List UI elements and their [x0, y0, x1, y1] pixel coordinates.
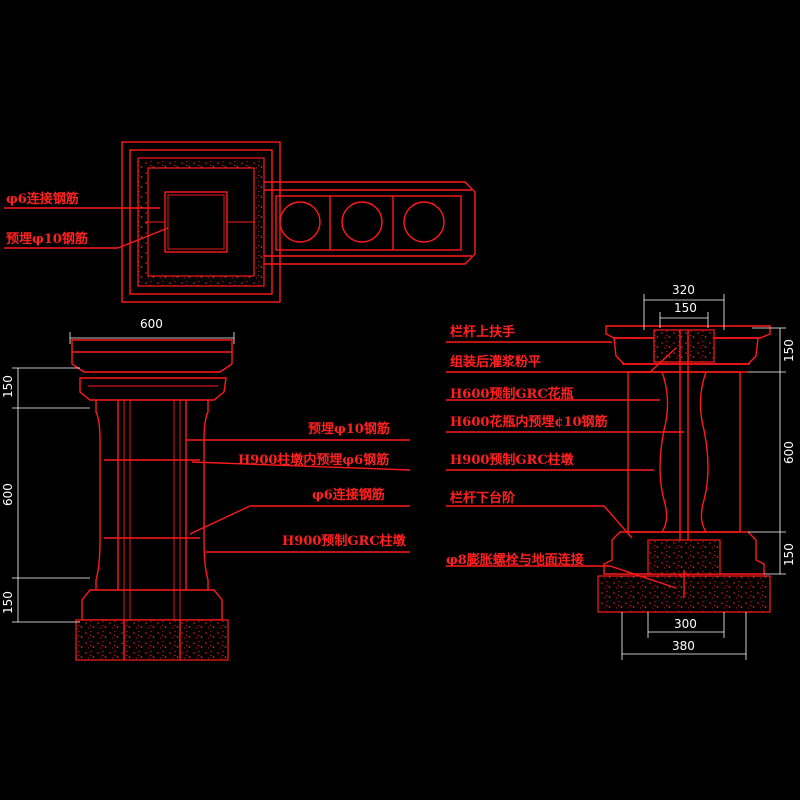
section-dim-right-0: 150: [782, 339, 796, 362]
front-dim-top-width: 600: [140, 317, 163, 331]
front-label-zhudun-yumai: H900柱墩内预埋φ6钢筋: [238, 452, 389, 468]
section-dim-bottom-0: 300: [674, 617, 697, 631]
front-dim-left-1: 600: [1, 483, 15, 506]
section-dim-right-1: 600: [782, 441, 796, 464]
front-label-grc-zhudun: H900预制GRC柱墩: [282, 533, 407, 549]
section-view: 320 150 150 600 150 300 380 栏杆上扶手: [446, 283, 796, 660]
front-elevation: 600 150 600 150 预埋φ10钢筋 H900柱墩内预埋φ6钢筋 φ6…: [1, 317, 411, 661]
section-label-taijie: 栏杆下台阶: [450, 490, 516, 506]
section-dim-top-0: 320: [672, 283, 695, 297]
section-label-huaping-yumai: H600花瓶内预埋¢10钢筋: [450, 414, 608, 430]
front-label-lianjie-gangjin: φ6连接钢筋: [312, 487, 385, 503]
plan-label-lianjie-gangjin: φ6连接钢筋: [6, 191, 79, 207]
plan-label-yumai-gangjin: 预埋φ10钢筋: [6, 231, 88, 247]
front-label-yumai-gangjin: 预埋φ10钢筋: [308, 421, 390, 437]
section-dim-top-1: 150: [674, 301, 697, 315]
front-dim-left-2: 150: [1, 591, 15, 614]
section-label-grc-zhudun: H900预制GRC柱墩: [450, 452, 575, 468]
section-dim-bottom-1: 380: [672, 639, 695, 653]
front-dim-left-0: 150: [1, 375, 15, 398]
section-label-guanjiang: 组装后灌浆粉平: [450, 354, 541, 370]
section-dim-right-2: 150: [782, 543, 796, 566]
section-label-fushou: 栏杆上扶手: [450, 324, 515, 340]
section-label-grc-huaping: H600预制GRC花瓶: [450, 386, 574, 402]
section-label-pengzhang-luoshuan: φ8膨胀螺栓与地面连接: [446, 552, 584, 568]
plan-view: φ6连接钢筋 预埋φ10钢筋: [4, 141, 476, 303]
